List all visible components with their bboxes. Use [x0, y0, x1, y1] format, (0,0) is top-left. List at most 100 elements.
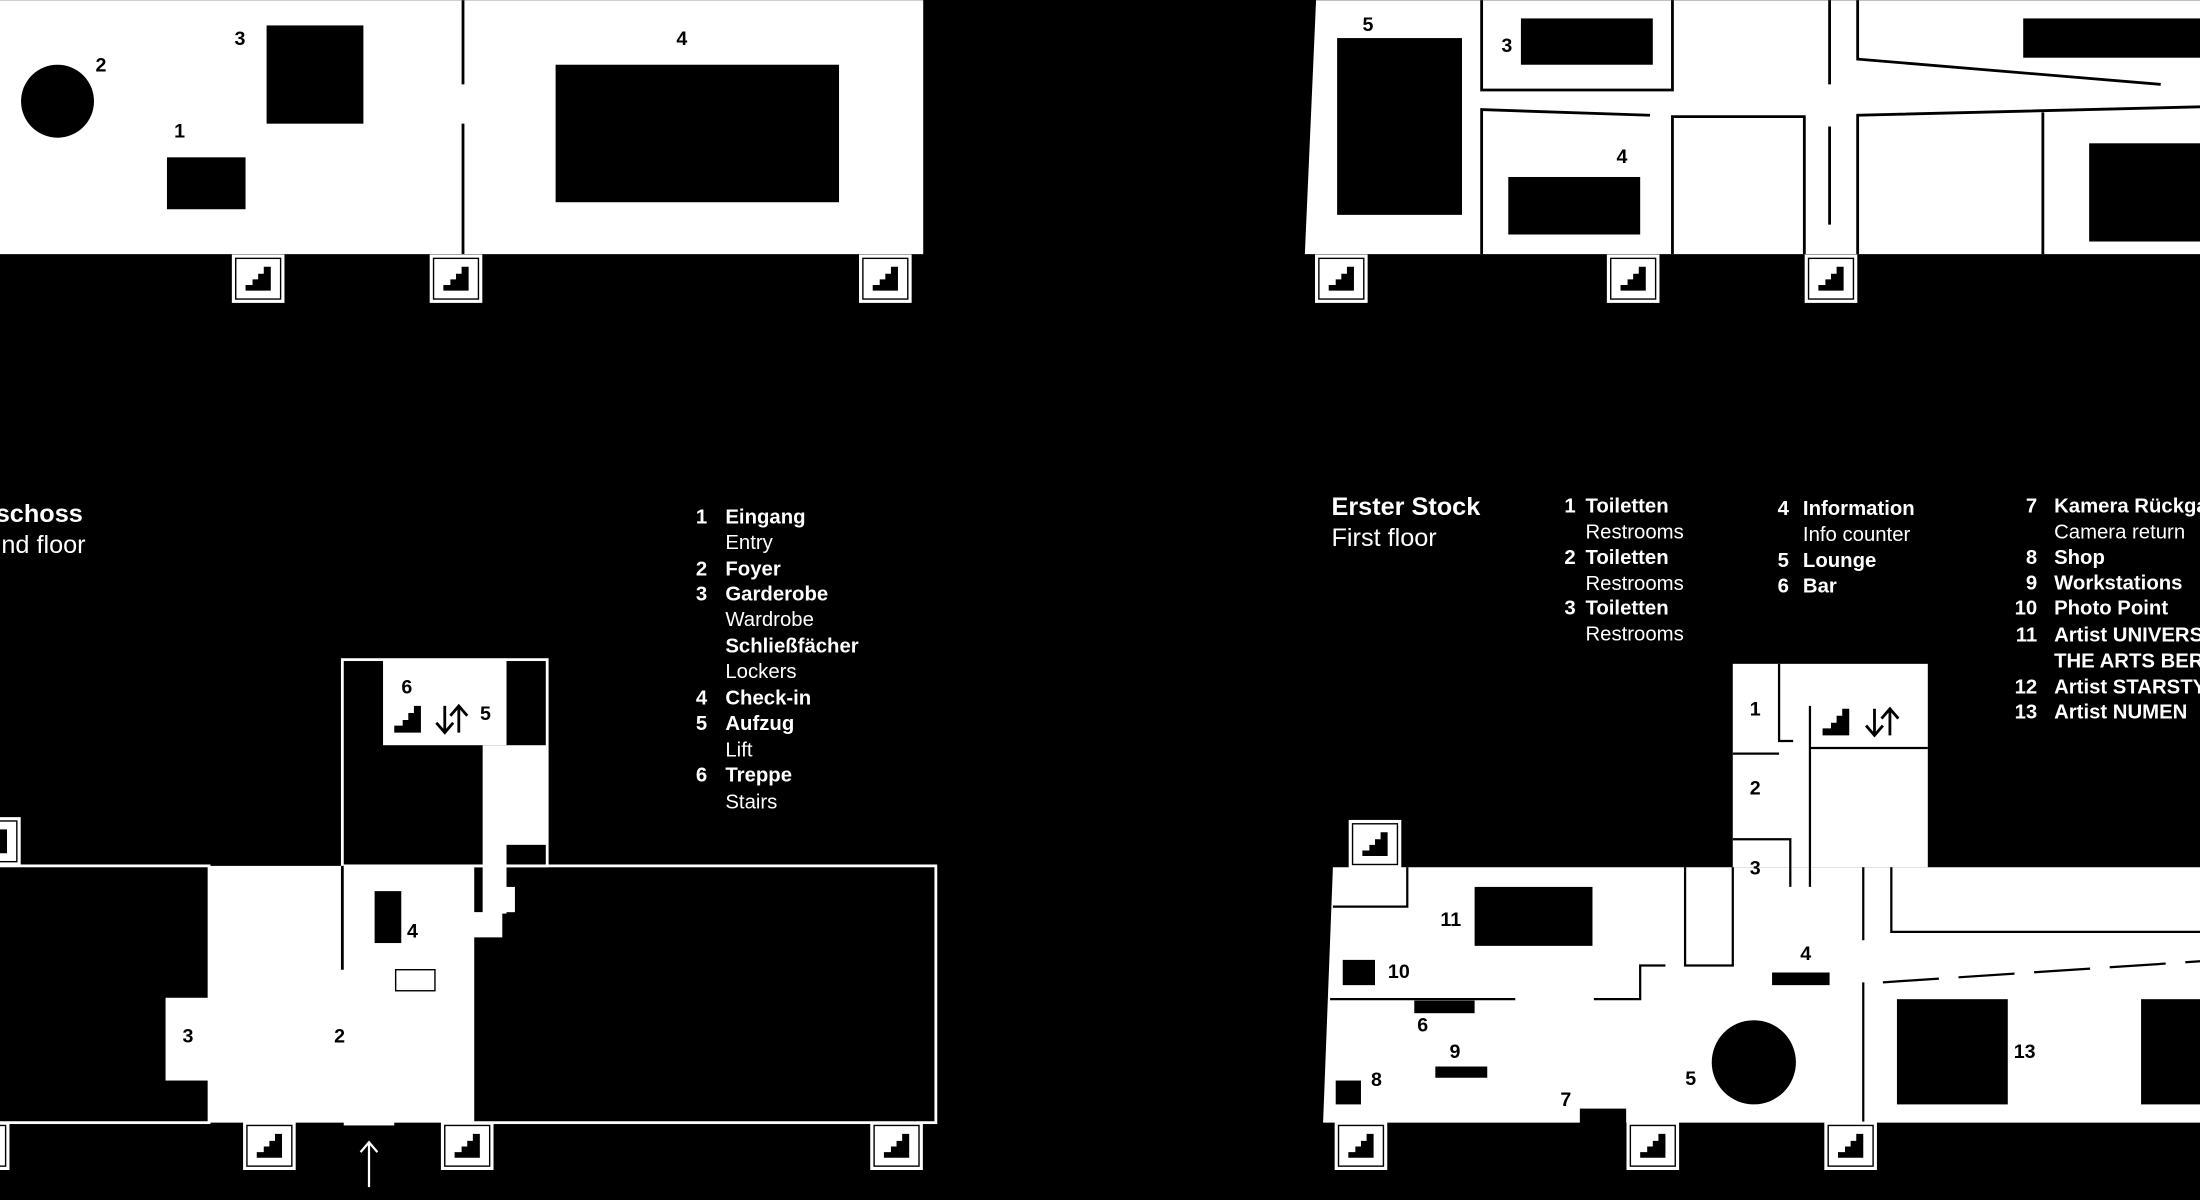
- map-label-5: 5: [480, 703, 491, 725]
- map-label-11: 11: [1440, 909, 1461, 931]
- legend-number: 1: [1564, 495, 1575, 517]
- stairs-icon: [1824, 1121, 1877, 1170]
- upper-left-plan: 1 2 3 4: [0, 0, 924, 255]
- legend-label-de: Shop: [2054, 547, 2105, 569]
- ground-floor-title-en: nd floor: [1, 531, 85, 559]
- west-wing: [0, 864, 211, 1125]
- room-block: [555, 64, 840, 203]
- map-label-8: 8: [1371, 1069, 1382, 1091]
- stairs-icon: [1606, 254, 1660, 303]
- legend-label-de: Lounge: [1803, 550, 1876, 572]
- wall: [1732, 838, 1792, 887]
- legend-number: 5: [1778, 550, 1789, 572]
- wall: [1882, 960, 2200, 984]
- map-label-7: 7: [1560, 1089, 1571, 1111]
- map-label: 1: [174, 121, 185, 143]
- corridor: [482, 745, 507, 914]
- round-object: [21, 64, 95, 138]
- entry-arrow-icon: [359, 1140, 379, 1188]
- workstations: [1435, 1066, 1488, 1078]
- legend-label-en: Restrooms: [1585, 573, 1683, 595]
- legend-label-de: Garderobe: [725, 584, 828, 606]
- east-wing: [471, 864, 938, 1125]
- first-floor-title-en: First floor: [1332, 524, 1437, 552]
- bar: [1414, 1000, 1475, 1014]
- legend-label-de: Artist UNIVERSITY OF: [2054, 624, 2200, 646]
- info-counter: [1772, 972, 1830, 986]
- photo-point: [1342, 959, 1375, 986]
- wall: [1856, 0, 2161, 86]
- map-label-9: 9: [1450, 1041, 1461, 1063]
- wall: [1593, 964, 1666, 1001]
- legend-label-de: Check-in: [725, 688, 811, 710]
- legend-label-en: Stairs: [725, 791, 777, 813]
- artist-booth-13: [1896, 999, 2008, 1105]
- wall: [1480, 108, 1651, 255]
- map-label-6: 6: [401, 676, 412, 698]
- stairs-icon: [870, 1121, 923, 1170]
- room-block: [1337, 38, 1462, 215]
- legend-label-de: Eingang: [725, 507, 805, 529]
- map-label-1: 1: [1750, 699, 1761, 721]
- map-label: 4: [676, 28, 687, 50]
- map-label-3: 3: [1750, 857, 1761, 879]
- stairs-icon: [1334, 1121, 1388, 1170]
- legend-label-de: Artist NUMEN: [2054, 702, 2187, 724]
- legend-number: 12: [2015, 676, 2038, 698]
- legend-number: 5: [696, 713, 707, 735]
- legend-number: 9: [2026, 572, 2037, 594]
- legend-number: 2: [696, 558, 707, 580]
- legend-label-en: Info counter: [1803, 524, 1911, 546]
- map-label-6: 6: [1417, 1014, 1428, 1036]
- map-label-4: 4: [407, 920, 418, 942]
- first-floor: Erster Stock First floor: [1323, 493, 2200, 1126]
- legend-label-en: Lift: [725, 739, 752, 761]
- stairs-icon: [394, 705, 421, 733]
- wardrobe-area: [165, 997, 210, 1081]
- map-label: 3: [234, 28, 245, 50]
- wall: [1332, 867, 1409, 908]
- artist-booth-11: [1474, 886, 1593, 946]
- first-floor-title-de: Erster Stock: [1332, 493, 1482, 521]
- stairs-icon: [231, 254, 285, 303]
- stairs-icon: [1348, 819, 1402, 869]
- map-label-4: 4: [1800, 943, 1811, 965]
- legend-label-de: Photo Point: [2054, 598, 2168, 620]
- ground-floor-legend: 1 Eingang Entry 2 Foyer 3 Garderobe Ward…: [696, 507, 859, 814]
- stairs-icon: [1626, 1121, 1680, 1170]
- ground-floor-title-de: eschoss: [0, 500, 83, 528]
- entrance-door: [343, 1119, 395, 1126]
- legend-number: 13: [2015, 702, 2038, 724]
- legend-number: 1: [696, 507, 707, 529]
- legend-label-en: Wardrobe: [725, 609, 814, 631]
- legend-label-en: Lockers: [725, 661, 796, 683]
- upper-right-plan: 3 4 5: [1304, 0, 2200, 255]
- room-block: [1520, 18, 1653, 65]
- legend-label-de: Toiletten: [1585, 495, 1668, 517]
- artist-booth-12: [2141, 999, 2200, 1105]
- legend-label-de: Foyer: [725, 558, 780, 580]
- map-label: 5: [1363, 14, 1374, 36]
- stairs-icon: [0, 1121, 10, 1170]
- map-label: 4: [1616, 146, 1627, 168]
- room-block: [2023, 18, 2200, 58]
- legend-number: 2: [1564, 547, 1575, 569]
- stairs-icon: [429, 254, 483, 303]
- stairs-icon: [1804, 254, 1858, 303]
- legend-label-en: Entry: [725, 532, 773, 554]
- legend-label-en: Camera return: [2054, 521, 2185, 543]
- legend-number: 11: [2016, 624, 2038, 646]
- stairs-icon: [243, 1121, 296, 1170]
- checkin-notch: [394, 969, 436, 992]
- room-block: [266, 25, 364, 124]
- ground-floor: eschoss nd floor 3 2 4 6 5 1 Eingang: [0, 500, 938, 1188]
- map-label-13: 13: [2014, 1041, 2036, 1063]
- legend-label-de: Toiletten: [1585, 547, 1668, 569]
- wall: [1480, 0, 1674, 92]
- legend-label-de: Kamera Rückgabe: [2054, 495, 2200, 517]
- lift-arrows-icon: [435, 703, 469, 735]
- legend-label-de: Toiletten: [1585, 598, 1668, 620]
- legend-label-de: Artist STARSTYLING: [2054, 676, 2200, 698]
